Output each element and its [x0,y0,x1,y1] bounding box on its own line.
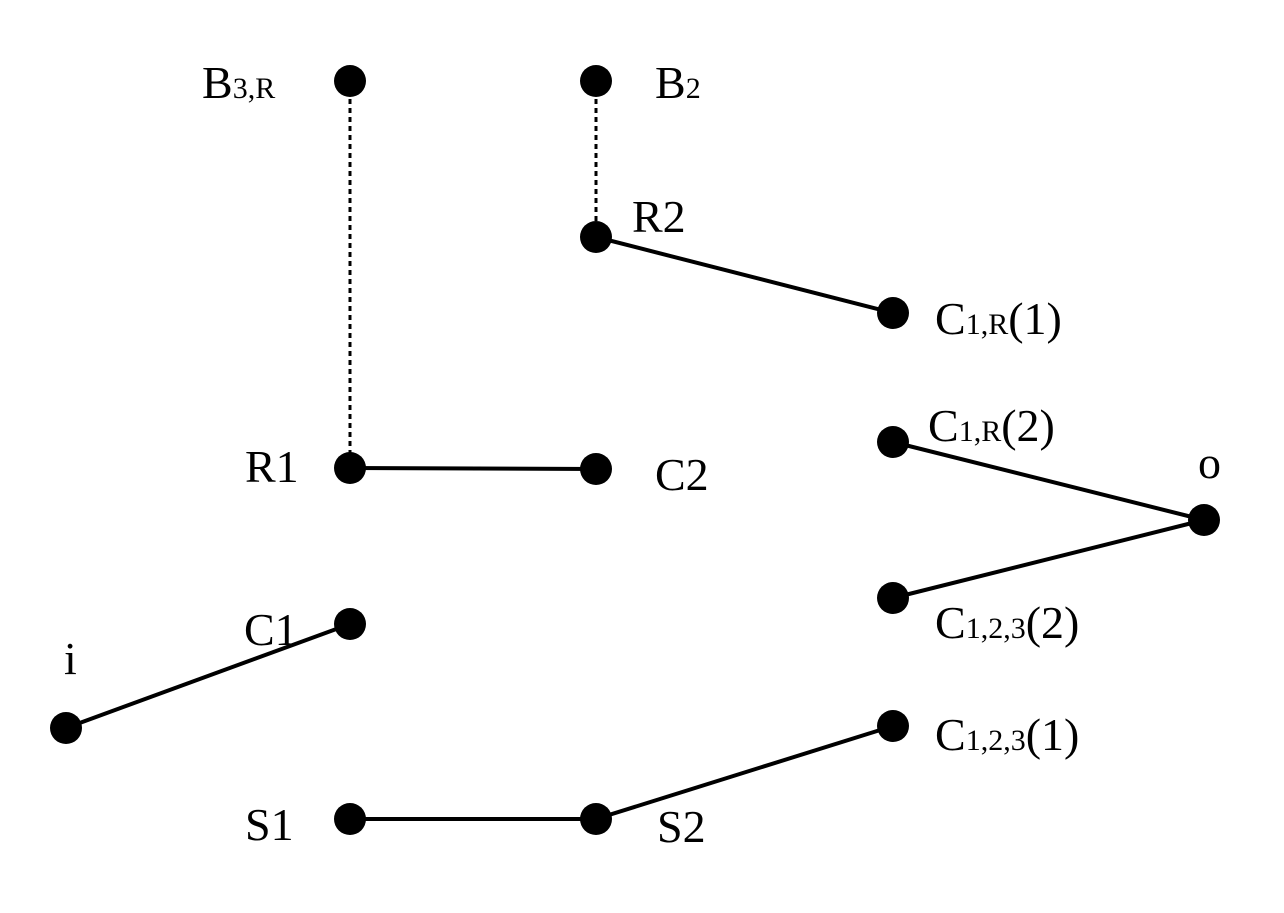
node-label-C1: C1 [244,604,298,655]
node-C1 [334,608,366,640]
node-label-suffix: (1) [1008,293,1062,344]
node-C123_1 [877,710,909,742]
node-label-C123_2: C1,2,3(2) [935,597,1079,648]
node-label-main: S2 [657,801,706,852]
node-label-i: i [64,633,77,684]
node-C123_2 [877,582,909,614]
node-label-B3R: B3,R [202,57,275,108]
node-label-C1R2: C1,R(2) [928,400,1055,451]
node-label-main: C [935,709,966,760]
edge-S2-C123_1 [595,724,894,821]
node-label-subscript: 1,R [966,308,1009,341]
node-label-subscript: 3,R [233,72,276,105]
node-label-suffix: (1) [1026,709,1080,760]
node-S1 [334,803,366,835]
node-label-suffix: (2) [1026,597,1080,648]
node-label-R2: R2 [632,191,686,242]
node-label-B2: B2 [655,57,701,108]
node-label-C123_1: C1,2,3(1) [935,709,1079,760]
node-B3R [334,65,366,97]
node-label-subscript: 1,2,3 [966,724,1026,757]
node-label-main: S1 [245,799,294,850]
edge-R2-C1R1 [595,235,894,315]
node-label-subscript: 2 [686,72,701,105]
node-R1 [334,452,366,484]
node-label-main: C [935,293,966,344]
edge-i-C1 [65,622,351,730]
node-R2 [580,221,612,253]
edge-layer [65,81,1205,821]
node-S2 [580,803,612,835]
edge-R1-C2 [349,466,597,471]
node-layer [50,65,1220,835]
node-label-C1R1: C1,R(1) [935,293,1062,344]
node-label-main: C2 [655,449,709,500]
node-label-main: i [64,633,77,684]
node-label-main: o [1198,437,1221,488]
node-label-main: C [928,400,959,451]
node-label-main: R2 [632,191,686,242]
node-label-main: B [202,57,233,108]
node-o [1188,504,1220,536]
node-label-main: C [935,597,966,648]
node-C2 [580,453,612,485]
node-i [50,712,82,744]
edge-C123_2-o [892,518,1205,600]
node-label-o: o [1198,437,1221,488]
node-label-subscript: 1,R [959,415,1002,448]
node-label-R1: R1 [245,441,299,492]
node-label-subscript: 1,2,3 [966,612,1026,645]
node-label-suffix: (2) [1001,400,1055,451]
node-label-C2: C2 [655,449,709,500]
node-B2 [580,65,612,97]
node-label-S2: S2 [657,801,706,852]
edge-C1R2-o [892,440,1205,522]
node-label-main: R1 [245,441,299,492]
node-label-main: C1 [244,604,298,655]
node-label-main: B [655,57,686,108]
node-label-S1: S1 [245,799,294,850]
node-C1R1 [877,297,909,329]
node-C1R2 [877,426,909,458]
